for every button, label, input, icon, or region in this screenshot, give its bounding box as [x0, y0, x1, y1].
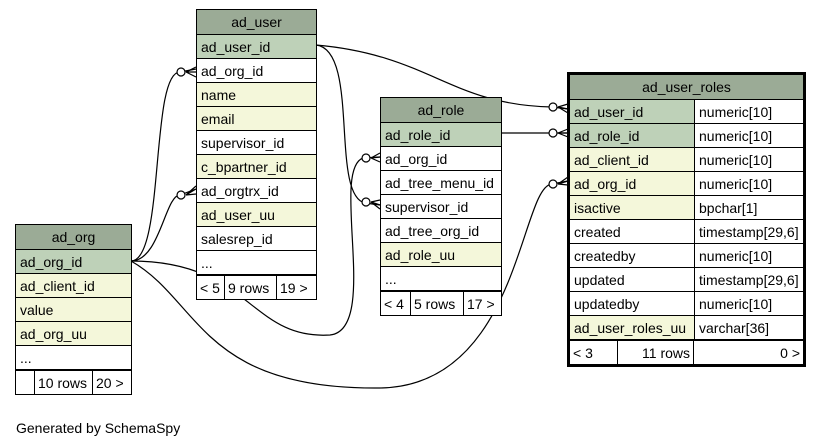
table-ad-user-roles[interactable]: ad_user_roles ad_user_id numeric[10] ad_r… — [567, 72, 806, 367]
column-c-bpartner-id[interactable]: c_bpartner_id — [201, 159, 287, 175]
table-header[interactable]: ad_user — [197, 10, 316, 35]
column-ad-orgtrx-id[interactable]: ad_orgtrx_id — [201, 183, 279, 199]
generator-credit: Generated by SchemaSpy — [16, 420, 181, 436]
column-ad-role-id[interactable]: ad_role_id — [385, 127, 451, 143]
row-count: 10 rows — [35, 371, 93, 394]
row-count: 9 rows — [225, 276, 277, 299]
table-ad-org[interactable]: ad_org ad_org_id ad_client_id value ad_o… — [15, 224, 132, 395]
column-ad-role-uu[interactable]: ad_role_uu — [385, 247, 456, 263]
column-supervisor-id[interactable]: supervisor_id — [385, 199, 469, 215]
column-ad-org-id[interactable]: ad_org_id — [20, 254, 83, 270]
column-ad-user-id[interactable]: ad_user_id — [574, 104, 644, 120]
edge-ad-user-to-ad-role-supervisor — [315, 44, 381, 206]
table-ad-user[interactable]: ad_user ad_user_id ad_org_id name email … — [196, 9, 317, 300]
row-count: 5 rows — [411, 292, 464, 315]
table-ad-role[interactable]: ad_role ad_role_id ad_org_id ad_tree_men… — [380, 97, 502, 316]
parents-link — [16, 371, 35, 394]
column-more[interactable]: ... — [385, 271, 397, 287]
column-ad-org-id[interactable]: ad_org_id — [385, 151, 448, 167]
children-link: 0 > — [780, 345, 800, 361]
column-type: varchar[36] — [694, 316, 803, 339]
parents-link[interactable]: < 4 — [381, 292, 411, 315]
column-type: numeric[10] — [694, 100, 803, 123]
children-link[interactable]: 19 > — [280, 280, 308, 296]
column-type: timestamp[29,6] — [694, 220, 803, 243]
table-header[interactable]: ad_org — [16, 225, 131, 250]
edge-endpoint-icon — [176, 190, 186, 200]
column-updated[interactable]: updated — [574, 272, 625, 288]
column-ad-client-id[interactable]: ad_client_id — [20, 278, 95, 294]
column-ad-org-id[interactable]: ad_org_id — [574, 176, 637, 192]
crow-foot-icon — [557, 176, 569, 186]
column-ad-user-id[interactable]: ad_user_id — [201, 39, 271, 55]
edge-ad-org-to-user-roles-org — [130, 180, 569, 389]
column-ad-user-roles-uu[interactable]: ad_user_roles_uu — [574, 320, 687, 336]
column-email[interactable]: email — [201, 111, 235, 127]
crow-foot-icon — [557, 103, 569, 114]
column-type: bpchar[1] — [694, 196, 803, 219]
children-link[interactable]: 17 > — [467, 296, 495, 312]
column-ad-tree-menu-id[interactable]: ad_tree_menu_id — [385, 175, 494, 191]
column-more[interactable]: ... — [201, 255, 213, 271]
column-type: numeric[10] — [694, 124, 803, 147]
column-type: timestamp[29,6] — [694, 268, 803, 291]
parents-link[interactable]: < 5 — [197, 276, 225, 299]
column-ad-role-id[interactable]: ad_role_id — [574, 128, 640, 144]
children-link[interactable]: 20 > — [96, 375, 124, 391]
edge-endpoint-icon — [548, 102, 558, 112]
column-more[interactable]: ... — [20, 350, 32, 366]
edge-endpoint-icon — [361, 153, 371, 163]
column-ad-client-id[interactable]: ad_client_id — [574, 152, 649, 168]
crow-foot-icon — [370, 152, 381, 163]
crow-foot-icon — [185, 66, 197, 78]
edge-ad-org-to-ad-user-org — [130, 68, 197, 262]
edge-ad-user-to-user-roles-user — [315, 44, 569, 110]
edge-endpoint-icon — [548, 179, 558, 189]
table-header[interactable]: ad_role — [381, 98, 501, 123]
crow-foot-icon — [557, 128, 569, 138]
column-ad-user-uu[interactable]: ad_user_uu — [201, 207, 275, 223]
edge-endpoint-icon — [361, 197, 371, 207]
table-header[interactable]: ad_user_roles — [570, 75, 803, 100]
column-type: numeric[10] — [694, 148, 803, 171]
edge-endpoint-icon — [176, 67, 186, 77]
column-ad-tree-org-id[interactable]: ad_tree_org_id — [385, 223, 480, 239]
crow-foot-icon — [185, 185, 197, 196]
column-name[interactable]: name — [201, 87, 237, 103]
column-salesrep-id[interactable]: salesrep_id — [201, 231, 273, 247]
column-isactive[interactable]: isactive — [574, 200, 621, 216]
column-value[interactable]: value — [20, 302, 54, 318]
edge-endpoint-icon — [548, 128, 558, 138]
edge-ad-org-to-ad-user-orgtrx — [130, 188, 197, 262]
column-ad-org-id[interactable]: ad_org_id — [201, 63, 264, 79]
parents-link[interactable]: < 3 — [570, 341, 618, 364]
column-created[interactable]: created — [574, 224, 621, 240]
column-updatedby[interactable]: updatedby — [574, 296, 640, 312]
column-createdby[interactable]: createdby — [574, 248, 636, 264]
column-ad-org-uu[interactable]: ad_org_uu — [20, 326, 87, 342]
column-type: numeric[10] — [694, 172, 803, 195]
column-type: numeric[10] — [694, 244, 803, 267]
column-type: numeric[10] — [694, 292, 803, 315]
column-supervisor-id[interactable]: supervisor_id — [201, 135, 285, 151]
row-count: 11 rows — [618, 341, 694, 364]
crow-foot-icon — [370, 199, 381, 210]
